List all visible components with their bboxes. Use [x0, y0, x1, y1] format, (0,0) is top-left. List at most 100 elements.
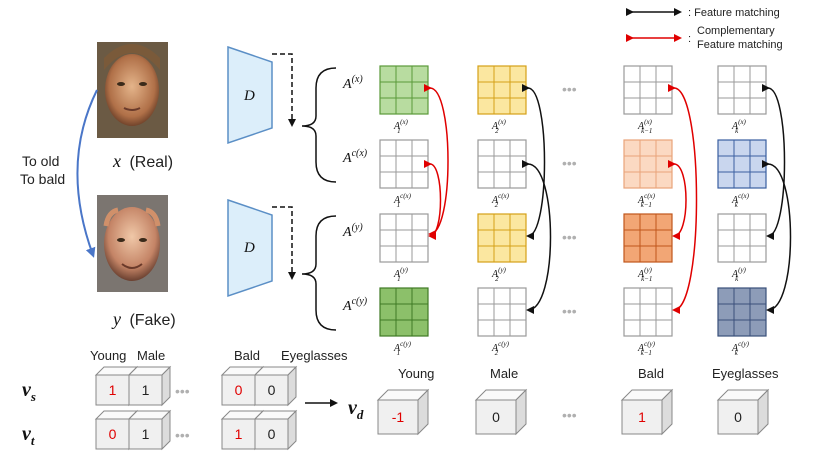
feature-map-grid [623, 139, 673, 189]
vector-ellipsis: ••• [175, 383, 190, 399]
feature-map-grid [717, 213, 767, 263]
real-caption: x (Real) [112, 151, 173, 171]
brace-top [301, 67, 337, 183]
grid-label: Ac(x)1 [393, 192, 412, 209]
row-label: Ac(y) [342, 296, 368, 314]
row-label: A(x) [342, 74, 363, 92]
feature-map-grid [379, 139, 429, 189]
svg-text:D: D [243, 88, 255, 104]
feature-map-grid [623, 213, 673, 263]
black-match-arrow [521, 159, 552, 314]
vector-value: 0 [268, 382, 276, 398]
row-ellipsis: ••• [562, 303, 577, 319]
vd-ellipsis: ••• [562, 407, 577, 423]
legend-complementary-1: Complementary [697, 25, 775, 37]
vd-cell: 0 [716, 388, 770, 436]
grid-label: A(x)1 [393, 118, 409, 135]
row-ellipsis: ••• [562, 81, 577, 97]
vd-label: vd [348, 397, 364, 422]
vd-attr-header: Male [490, 366, 518, 381]
vt-cell: 1 [127, 409, 172, 451]
vector-value: 0 [235, 382, 243, 398]
row-ellipsis: ••• [562, 229, 577, 245]
real-face-image [97, 42, 168, 138]
vd-attr-header: Eyeglasses [712, 366, 779, 381]
vd-cell: 1 [620, 388, 674, 436]
vt-label: vt [22, 423, 35, 448]
vector-ellipsis: ••• [175, 427, 190, 443]
grid-label: A(x)k [731, 118, 747, 135]
feature-map-grid [477, 139, 527, 189]
vector-value: -1 [392, 409, 405, 425]
black-match-arrow [761, 159, 792, 314]
discriminator-bottom: D [227, 198, 273, 298]
grid-label: Ac(x)k [731, 192, 750, 209]
vector-value: 1 [235, 426, 243, 442]
legend: : Feature matching : Complementary Featu… [626, 7, 783, 51]
attr-header: Young [90, 348, 126, 363]
vector-value: 1 [638, 409, 646, 425]
black-match-arrow [521, 83, 546, 240]
vector-value: 1 [109, 382, 117, 398]
feature-map-grid [477, 287, 527, 337]
vd-attr-header: Bald [638, 366, 664, 381]
red-match-arrow [423, 159, 442, 240]
vs-cell: 1 [127, 365, 172, 407]
vt-cell: 0 [253, 409, 298, 451]
feature-map-grid [477, 213, 527, 263]
transform-text-1: To old [22, 153, 59, 169]
feature-map-grid [477, 65, 527, 115]
grid-label: Ac(y)k−1 [637, 340, 656, 357]
row-ellipsis: ••• [562, 155, 577, 171]
feature-map-grid [623, 287, 673, 337]
attr-header: Bald [234, 348, 260, 363]
grid-label: Ac(y)1 [393, 340, 412, 357]
vector-value: 0 [109, 426, 117, 442]
attr-header: Eyeglasses [281, 348, 348, 363]
vector-value: 1 [142, 382, 150, 398]
vector-value: 0 [492, 409, 500, 425]
dashed-arrow-bottom [272, 206, 296, 280]
transform-arrow [76, 89, 98, 258]
red-match-arrow [667, 83, 698, 314]
feature-map-grid [379, 287, 429, 337]
row-label: Ac(x) [342, 148, 368, 166]
black-match-arrow [761, 83, 786, 240]
vector-value: 0 [268, 426, 276, 442]
feature-map-grid [379, 65, 429, 115]
grid-label: A(x)k−1 [637, 118, 653, 135]
vd-attr-header: Young [398, 366, 434, 381]
grid-label: Ac(x)2 [491, 192, 510, 209]
attr-header: Male [137, 348, 165, 363]
grid-label: A(x)2 [491, 118, 507, 135]
grid-label: Ac(x)k−1 [637, 192, 656, 209]
grid-label: Ac(y)k [731, 340, 750, 357]
row-label: A(y) [342, 222, 363, 240]
vector-value: 0 [734, 409, 742, 425]
feature-map-grid [623, 65, 673, 115]
vector-value: 1 [142, 426, 150, 442]
grid-label: Ac(y)2 [491, 340, 510, 357]
legend-complementary-2: Feature matching [697, 39, 783, 51]
matching-arrows [423, 83, 792, 314]
legend-feature-matching: : Feature matching [688, 7, 780, 19]
discriminator-top: D [227, 45, 273, 145]
grid-label: A(y)2 [491, 266, 507, 283]
brace-bottom [301, 215, 337, 331]
red-match-arrow [667, 159, 687, 240]
transform-text-2: To bald [20, 171, 65, 187]
fake-face-image [97, 195, 168, 292]
grid-label: A(y)k−1 [637, 266, 653, 283]
feature-map-grid [717, 287, 767, 337]
vd-cell: -1 [376, 388, 430, 436]
feature-map-grid [717, 139, 767, 189]
legend-colon: : [688, 33, 691, 45]
fake-caption: y (Fake) [111, 309, 176, 329]
grid-label: A(y)1 [393, 266, 409, 283]
red-match-arrow [423, 83, 449, 238]
vd-cell: 0 [474, 388, 528, 436]
grid-label: A(y)k [731, 266, 747, 283]
